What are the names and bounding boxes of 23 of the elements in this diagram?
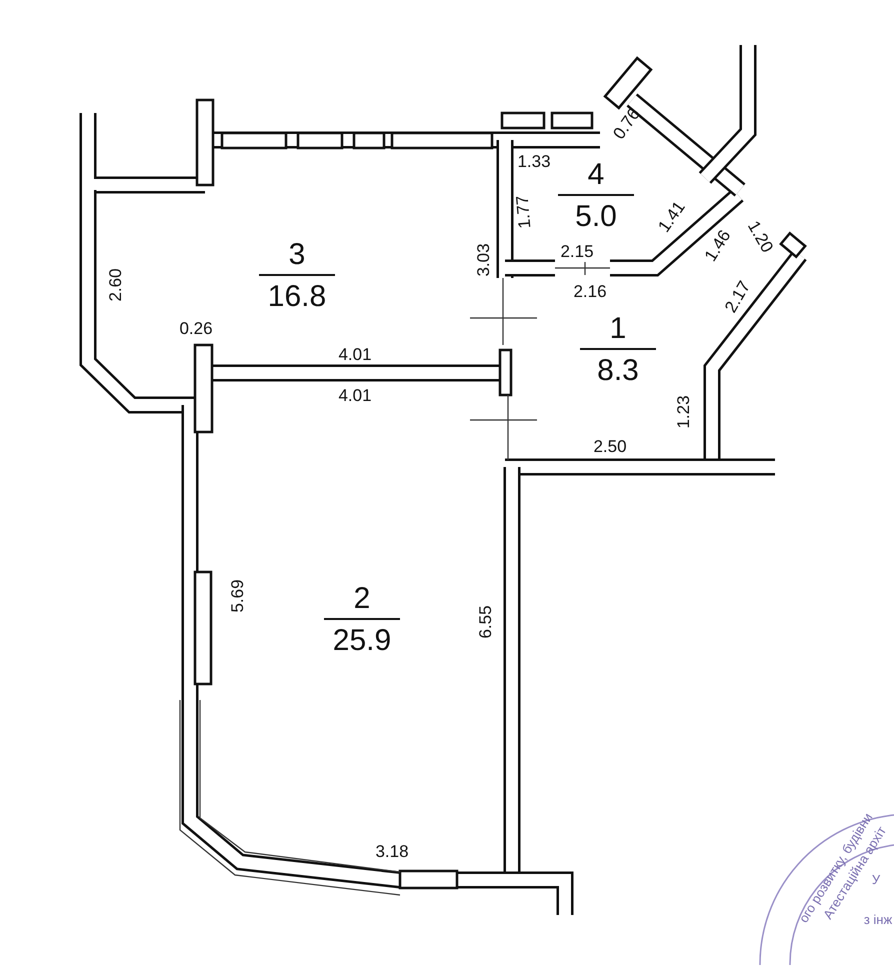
room-area: 8.3	[597, 354, 639, 388]
dimension-label: 5.69	[229, 579, 247, 613]
dimension-label: 0.26	[179, 320, 213, 338]
dimension-label: 1.77	[514, 194, 534, 230]
room-number: 3	[288, 238, 306, 272]
room-area: 16.8	[268, 280, 326, 314]
room-area: 5.0	[575, 200, 617, 234]
dimension-label: 2.16	[573, 283, 607, 301]
dimension-label: 3.18	[375, 843, 409, 861]
dimension-label: 6.55	[477, 605, 495, 639]
dimension-label: 4.01	[338, 387, 372, 405]
dimension-label: 3.03	[475, 243, 493, 277]
dimension-label: 2.15	[560, 243, 594, 261]
dimension-label: 2.50	[593, 438, 627, 456]
dimension-label: 1.33	[517, 153, 551, 171]
room-number: 4	[588, 158, 604, 192]
dimension-label: 2.60	[107, 268, 125, 302]
dimension-label: 1.23	[675, 395, 693, 429]
room-number: 1	[610, 312, 626, 346]
dimension-label: 4.01	[338, 346, 372, 364]
room-number: 2	[354, 582, 370, 616]
stamp-text: У	[872, 873, 880, 887]
room-area: 25.9	[332, 624, 392, 658]
